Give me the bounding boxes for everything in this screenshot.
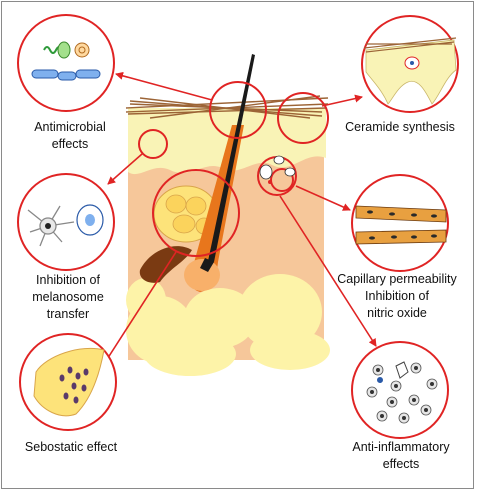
arrow-ceramide: [321, 94, 363, 107]
immune-cells: [366, 361, 438, 424]
arrow-sebostatic: [103, 251, 177, 365]
hair-bulb: [184, 259, 220, 291]
callout-stratum: [209, 81, 267, 139]
circle-melanosome: [17, 173, 115, 271]
label-ceramide: Ceramide synthesis: [330, 119, 470, 136]
arrow-melanosome: [107, 153, 143, 185]
hair-root: [200, 258, 214, 272]
endothelium-bottom: [355, 229, 447, 245]
endothelium-top: [355, 205, 447, 223]
label-antimicrobial-line1: Antimicrobial: [34, 120, 106, 134]
arrows: [103, 71, 377, 365]
callout-sebaceous: [152, 169, 240, 257]
circle-capillary: [351, 174, 449, 272]
label-melanosome-line2: melanosome: [32, 290, 104, 304]
hair-shaft: [208, 54, 255, 262]
label-ceramide-line1: Ceramide synthesis: [345, 120, 455, 134]
ceramide-lines: [363, 37, 457, 53]
label-anti-inflammatory-line2: effects: [382, 457, 420, 471]
label-melanosome-line1: Inhibition of: [36, 273, 100, 287]
hypodermis-layer: [126, 274, 330, 376]
circle-sebostatic: [19, 333, 117, 431]
circle-ceramide: [361, 15, 459, 113]
circle-antimicrobial: [17, 14, 115, 112]
skin-cross-section: [125, 54, 330, 376]
arrow-inflammatory: [279, 195, 377, 347]
label-capillary-line1: Capillary permeability: [337, 272, 457, 286]
label-sebostatic: Sebostatic effect: [6, 439, 136, 456]
arrow-antimicrobial: [115, 71, 213, 101]
callout-melanocyte: [138, 129, 168, 159]
arrow-capillary: [295, 185, 351, 211]
gland-lobe: [139, 246, 192, 283]
label-capillary-line3: nitric oxide: [367, 306, 427, 320]
stratum-corneum: [125, 95, 329, 119]
rod-bacteria-icon: [31, 69, 101, 81]
label-melanosome-line3: transfer: [46, 307, 90, 321]
label-capillary-line2: Inhibition of: [365, 289, 429, 303]
lipid-droplets: [59, 366, 89, 404]
keratinocyte-layer: [365, 39, 457, 105]
label-sebostatic-line1: Sebostatic effect: [24, 440, 118, 454]
label-anti-inflammatory-line1: Anti-inflammatory: [352, 440, 450, 454]
label-antimicrobial: Antimicrobial effects: [10, 119, 130, 153]
sebocyte-cluster: [33, 348, 105, 417]
virus-icon: [74, 42, 90, 58]
callout-ceramide: [277, 92, 329, 144]
callout-capillary-inner: [270, 168, 294, 192]
label-melanosome: Inhibition of melanosome transfer: [8, 272, 128, 323]
label-antimicrobial-line2: effects: [51, 137, 89, 151]
capillary-vessels: [259, 155, 296, 184]
label-capillary: Capillary permeability Inhibition of nit…: [322, 271, 472, 322]
circle-anti-inflammatory: [351, 341, 449, 439]
callout-circles: [138, 81, 329, 257]
label-anti-inflammatory: Anti-inflammatory effects: [336, 439, 466, 473]
bacterium-icon: [57, 41, 71, 59]
